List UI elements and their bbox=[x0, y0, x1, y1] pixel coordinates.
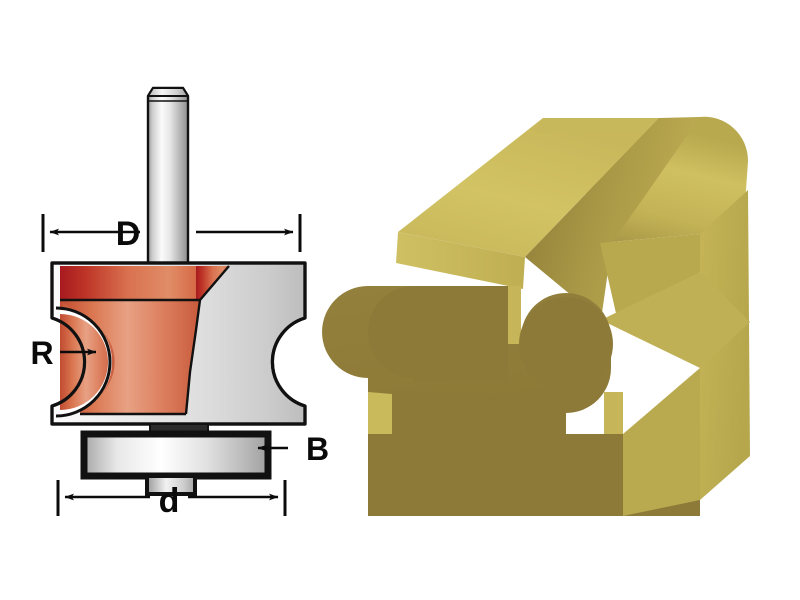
wood-left-body-front bbox=[414, 286, 508, 382]
bit-radius-outline-left bbox=[55, 306, 112, 418]
wood-right-bead-front bbox=[519, 297, 613, 391]
bit-guide-bearing bbox=[80, 430, 272, 480]
bit-flute-boundary bbox=[184, 265, 230, 415]
bit-bearing-screw bbox=[145, 474, 197, 496]
wood-front-block bbox=[368, 434, 623, 516]
dim-label-B: B bbox=[306, 431, 329, 467]
wood-right-bead-barrel bbox=[600, 234, 700, 322]
dim-label-D: D bbox=[116, 215, 141, 253]
wood-shoulder-right-fillet bbox=[604, 392, 623, 436]
wood-top-left-riser bbox=[396, 232, 525, 289]
bit-flute-radius-face bbox=[60, 300, 115, 414]
bit-flute-upper-band bbox=[60, 266, 196, 300]
wood-shoulder-left-fillet bbox=[368, 392, 392, 434]
wood-profile-illustration bbox=[322, 116, 750, 516]
wood-groove-valley bbox=[525, 117, 700, 320]
wood-bottom-right-face bbox=[623, 368, 700, 516]
wood-left-bead-top bbox=[535, 118, 659, 133]
router-bit-illustration bbox=[50, 86, 307, 496]
dim-label-R: R bbox=[30, 335, 53, 371]
wood-front-notch bbox=[508, 286, 521, 344]
bit-cutter-outline bbox=[50, 261, 307, 426]
bit-shank-top-face bbox=[147, 87, 189, 97]
dim-label-d: d bbox=[159, 482, 180, 520]
bit-shank bbox=[146, 86, 190, 265]
dimension-annotations: D R B d bbox=[30, 214, 329, 520]
wood-top-left-surface bbox=[398, 118, 659, 257]
wood-body-top-back bbox=[601, 272, 750, 368]
